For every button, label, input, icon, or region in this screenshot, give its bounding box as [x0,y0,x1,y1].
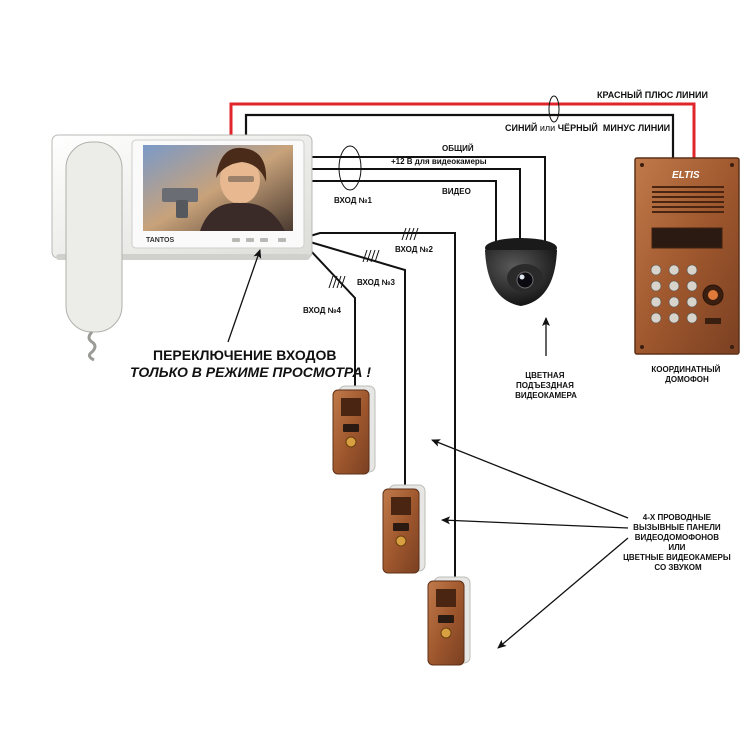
monitor-brand: TANTOS [146,237,174,244]
bundle-loop-input1 [338,145,362,191]
intercom-screws [640,163,734,349]
bundle-loop-red [548,95,560,123]
input3-wire [309,241,406,485]
keypad-key[interactable] [686,280,698,292]
labels: КРАСНЫЙ ПЛЮС ЛИНИИ СИНИЙ или ЧЁРНЫЙ МИНУ… [130,89,733,572]
label-switch-line2: ТОЛЬКО В РЕЖИМЕ ПРОСМОТРА ! [130,364,371,380]
label-minus-line: СИНИЙ или ЧЁРНЫЙ МИНУС ЛИНИИ [505,122,670,133]
keypad-key[interactable] [650,312,662,324]
keypad-key[interactable] [668,280,680,292]
label-input1: ВХОД №1 [334,196,373,205]
screen-gun [162,188,198,202]
handset-cord [87,330,97,362]
intercom-speaker-grille [652,186,724,213]
keypad-key[interactable] [686,296,698,308]
call-panel-grille [391,497,411,515]
panel-arrow-3 [497,537,629,649]
switch-arrow [227,249,262,343]
screen-person-body [200,202,285,231]
keypad-key[interactable] [668,312,680,324]
arrows [227,249,629,649]
call-panel-grille [341,398,361,416]
label-input2: ВХОД №2 [395,245,434,254]
label-panels: 4-Х ПРОВОДНЫЕ ВЫЗЫВНЫЕ ПАНЕЛИ ВИДЕОДОМОФ… [623,513,733,572]
plus12-wire [310,168,521,240]
tick-marks [328,227,419,289]
dome-camera [485,238,557,306]
label-input4: ВХОД №4 [303,306,342,315]
label-red-plus: КРАСНЫЙ ПЛЮС ЛИНИИ [597,89,708,100]
monitor-button[interactable] [246,238,254,242]
label-camera: ЦВЕТНАЯ ПОДЪЕЗДНАЯ ВИДЕОКАМЕРА [515,371,577,400]
keypad-key[interactable] [686,264,698,276]
monitor-button[interactable] [260,238,268,242]
call-panel-grille [436,589,456,607]
monitor-buttons [232,238,286,242]
dome-camera-lens [516,271,534,289]
black-minus-wire [244,113,675,158]
keypad-key[interactable] [650,280,662,292]
label-switch-line1: ПЕРЕКЛЮЧЕНИЕ ВХОДОВ [153,347,337,363]
dome-camera-glint [519,274,525,280]
input2-wire [309,232,456,585]
call-panel-1 [332,385,376,475]
screen-gun-grip [176,200,188,218]
eltis-intercom: ELTIS [634,157,740,355]
label-common: ОБЩИЙ [442,144,474,153]
intercom-keypad [650,264,698,324]
intercom-display [651,227,723,249]
keypad-key[interactable] [650,264,662,276]
handset [65,141,123,333]
red-plus-wire [229,102,696,158]
label-video: ВИДЕО [442,187,471,196]
label-input3: ВХОД №3 [357,278,396,287]
call-panel-2 [382,484,426,574]
video-monitor: TANTOS [51,134,313,362]
call-panel-logo-badge [343,424,359,432]
label-intercom: КООРДИНАТНЫЙ ДОМОФОН [651,365,722,384]
call-panel-button[interactable] [440,627,452,639]
call-panel-3 [427,576,471,666]
intercom-camera-lens [708,290,718,300]
panel-arrow-2 [441,516,629,529]
monitor-button[interactable] [232,238,240,242]
screen-person-glasses [228,176,254,182]
label-plus12: +12 В для видеокамеры [391,157,487,166]
wires [229,95,696,585]
monitor-button[interactable] [278,238,286,242]
panel-arrow-1 [431,439,629,519]
keypad-key[interactable] [650,296,662,308]
common-wire [310,156,546,245]
keypad-key[interactable] [686,312,698,324]
screen-person-hair [216,147,267,182]
intercom-brand: ELTIS [672,170,700,181]
video-wire [310,180,497,245]
call-panel-logo-badge [393,523,409,531]
intercom-slot [705,318,721,324]
keypad-key[interactable] [668,296,680,308]
call-panel-button[interactable] [395,535,407,547]
call-panel-button[interactable] [345,436,357,448]
input4-wire [309,249,356,388]
call-panel-logo-badge [438,615,454,623]
keypad-key[interactable] [668,264,680,276]
